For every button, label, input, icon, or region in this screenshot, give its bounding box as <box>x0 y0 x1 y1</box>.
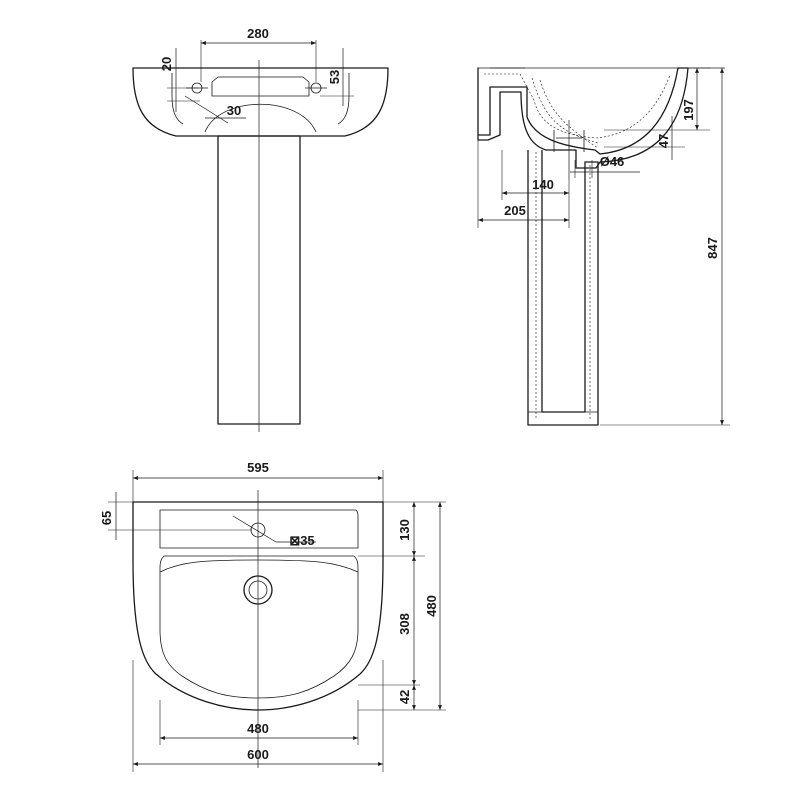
basin-front-outline <box>132 67 389 137</box>
deck-outline <box>159 509 359 549</box>
dim-deck-depth: 130 <box>397 519 412 541</box>
dim-total-depth: 480 <box>424 595 439 617</box>
basin-side-outline <box>477 67 689 169</box>
basin-side-wall-hatch <box>531 77 599 149</box>
bowl-top-outline <box>159 555 359 699</box>
top-view: 595 65 ⊠35 480 130 308 42 480 <box>99 460 446 772</box>
bowl-top-shade <box>159 559 359 573</box>
bowl-front-curve <box>204 104 317 133</box>
dim-hole-depth: 53 <box>327 70 342 84</box>
dim-outer-width: 595 <box>247 460 269 475</box>
dim-outlet-height: 47 <box>656 134 671 148</box>
dim-rear-offset: 65 <box>99 511 114 525</box>
dim-front-lip: 42 <box>397 690 412 704</box>
dim-bowl-width: 480 <box>247 721 269 736</box>
dim-bowl-depth-top: 308 <box>397 613 412 635</box>
basin-front-inner <box>171 73 184 125</box>
dim-tap-offset: 20 <box>159 57 174 71</box>
dim-pedestal-offset: 205 <box>504 203 526 218</box>
dim-tap-spacing: 280 <box>247 26 269 41</box>
pedestal-side-hatch <box>535 152 591 420</box>
dim-waste-offset: 140 <box>532 177 554 192</box>
dim-hole-side: 30 <box>227 103 241 118</box>
front-view: 280 20 53 30 <box>132 26 389 432</box>
overflow-slot <box>211 76 310 97</box>
dim-waste-dia: Ø46 <box>600 154 625 169</box>
side-view: 197 47 Ø46 140 205 847 <box>477 67 730 426</box>
dim-line-35 <box>232 515 277 543</box>
dim-tap-hole: ⊠35 <box>289 533 314 548</box>
dim-line-30 <box>184 95 229 124</box>
dim-bowl-depth: 197 <box>681 99 696 121</box>
dim-total-height: 847 <box>705 237 720 259</box>
dim-overall-width: 600 <box>247 747 269 762</box>
basin-side-inner <box>484 73 671 139</box>
